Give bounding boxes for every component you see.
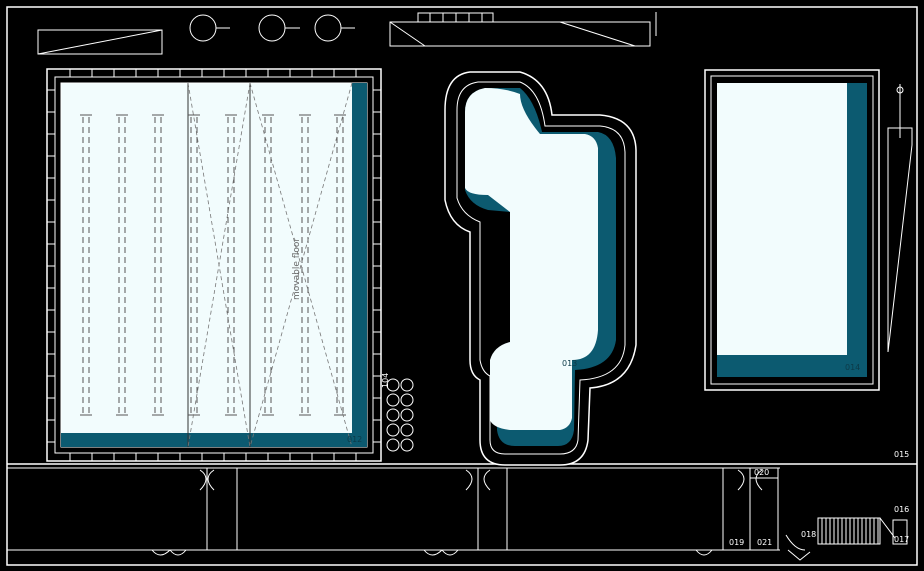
stair-box <box>892 519 908 545</box>
right-pool <box>704 69 880 391</box>
pool-number-014: 014 <box>845 363 860 372</box>
outer-wall <box>6 6 918 566</box>
wheelchair-icon <box>896 86 904 94</box>
lane-anchor-icon <box>334 114 346 416</box>
room-number-104: 104 <box>381 373 390 388</box>
leisure-pool <box>444 71 637 466</box>
room-number-021: 021 <box>757 538 772 547</box>
door-swing-icon <box>199 469 215 491</box>
room-number-020: 020 <box>754 468 769 477</box>
deep-water-edge <box>352 83 367 447</box>
room-number-017: 017 <box>894 535 909 544</box>
top-equipment <box>37 12 657 55</box>
lane-anchor-icon <box>225 114 237 416</box>
room-number-019: 019 <box>729 538 744 547</box>
pool-number-013: 013 <box>562 359 577 368</box>
pool-number-012: 012 <box>347 435 362 444</box>
wall-tick-marks <box>47 69 381 461</box>
room-number-016: 016 <box>894 505 909 514</box>
lane-anchor-icon <box>152 114 164 416</box>
room-number-015: 015 <box>894 450 909 459</box>
bottom-rooms <box>7 468 811 561</box>
shower-group <box>386 378 414 452</box>
movable-floor-hatch <box>187 82 353 448</box>
movable-floor-label: movable floor <box>292 238 302 300</box>
ramp <box>887 84 913 353</box>
lane-markers <box>80 114 346 416</box>
lane-anchor-icon <box>116 114 128 416</box>
lane-anchor-icon <box>299 114 311 416</box>
room-number-018: 018 <box>801 530 816 539</box>
lane-anchor-icon <box>262 114 274 416</box>
round-fixture-icon <box>189 14 217 42</box>
lane-anchor-icon <box>188 114 200 416</box>
lane-anchor-icon <box>80 114 92 416</box>
staircase-icon <box>817 517 896 545</box>
main-pool <box>46 68 382 462</box>
